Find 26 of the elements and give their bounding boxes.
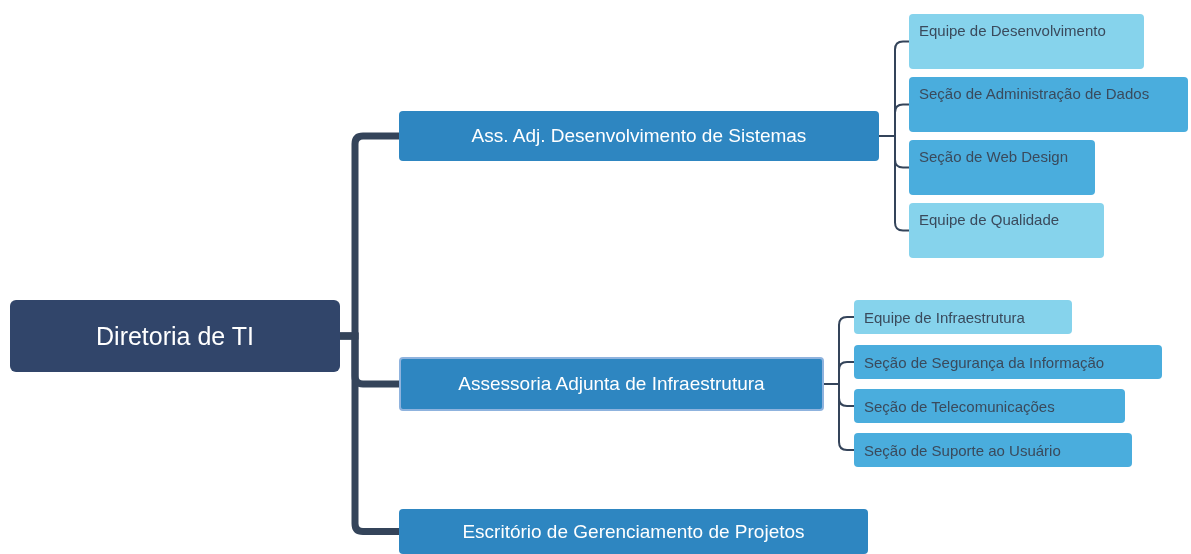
org-unit-box xyxy=(10,300,340,372)
org-unit-box xyxy=(854,345,1162,379)
connector-line xyxy=(340,332,399,535)
org-unit-box xyxy=(399,111,879,161)
org-unit-box xyxy=(909,203,1104,258)
org-unit-box xyxy=(854,300,1072,334)
unit-name: Ass. Adj. Desenvolvimento de Sistemas xyxy=(471,125,807,147)
org-unit-box xyxy=(399,509,868,554)
unit-name: Seção de Administração de Dados xyxy=(919,85,1150,102)
org-unit-box xyxy=(854,389,1125,423)
unit-name: Equipe de Qualidade xyxy=(919,211,1060,228)
connector-line xyxy=(823,383,855,451)
org-unit-box xyxy=(909,77,1188,132)
unit-name: Seção de Segurança da Informação xyxy=(864,353,1105,371)
unit-name: Equipe de Infraestrutura xyxy=(864,308,1025,326)
unit-name: Diretoria de TI xyxy=(96,321,254,351)
unit-name: Seção de Suporte ao Usuário xyxy=(864,441,1061,459)
unit-name: Seção de Web Design xyxy=(919,148,1068,165)
unit-name: Assessoria Adjunta de Infraestrutura xyxy=(458,373,765,395)
org-unit-box xyxy=(909,140,1095,195)
org-unit-box xyxy=(399,357,824,411)
unit-name: Equipe de Desenvolvimento xyxy=(919,22,1106,39)
org-unit-box xyxy=(854,433,1132,467)
org-unit-box xyxy=(909,14,1144,69)
unit-name: Seção de Telecomunicações xyxy=(864,397,1055,415)
unit-name: Escritório de Gerenciamento de Projetos xyxy=(462,520,805,543)
